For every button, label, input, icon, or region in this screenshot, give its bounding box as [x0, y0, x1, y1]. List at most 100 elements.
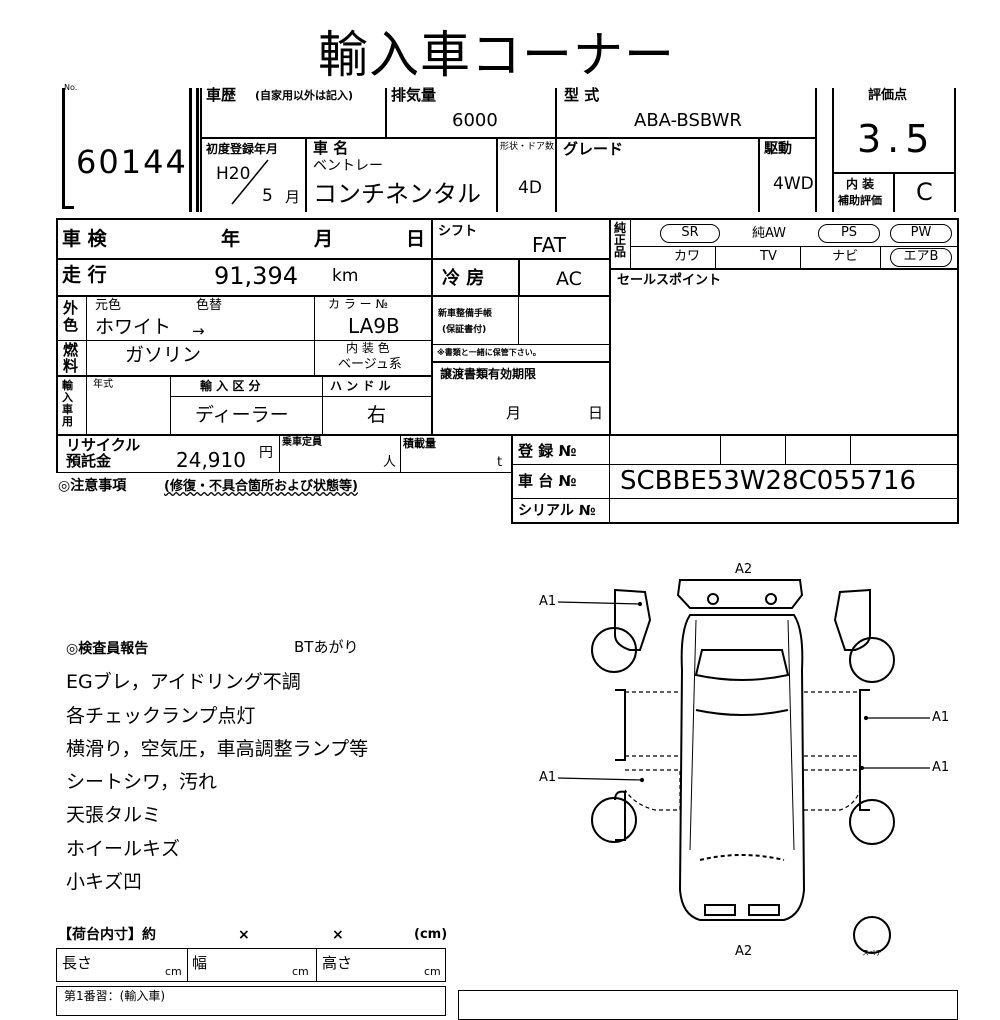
int-color-label: 内 装 色: [346, 341, 390, 355]
cargo-label: 【荷台内寸】約: [58, 927, 156, 943]
equipment-leather: カワ: [674, 249, 701, 264]
displacement-value: 6000: [452, 110, 498, 131]
car-model: コンチネンタル: [313, 180, 481, 208]
serial-label: シリアル №: [518, 503, 596, 519]
first-reg-era: H20: [216, 164, 251, 184]
lot-label: No.: [64, 83, 78, 92]
car-name-label: 車 名: [313, 139, 349, 157]
color-change-label: 色替: [196, 298, 223, 313]
load-label: 積載量: [403, 437, 436, 450]
page-title: 輸入車コーナー: [318, 26, 675, 84]
inspector-line-7: 小キズ凹: [66, 871, 143, 893]
fuel-label: 燃料: [63, 341, 79, 375]
aircon-label: 冷 房: [442, 268, 485, 289]
equipment-tv: TV: [760, 249, 777, 264]
handle-value: 右: [367, 404, 387, 426]
color-orig-label: 元色: [95, 298, 122, 313]
inspector-line-5: 天張タルミ: [66, 804, 162, 826]
shaken-day: 日: [406, 228, 426, 250]
color-value: ホワイト: [95, 316, 172, 338]
interior-grade-value: C: [916, 178, 933, 206]
chassis-value: SCBBE53W28C055716: [620, 466, 917, 496]
cargo-length-unit: cm: [165, 965, 182, 978]
damage-mark-a2-top: A2: [735, 562, 753, 577]
docs-expiry-day: 日: [588, 404, 604, 422]
cargo-width: 幅: [192, 954, 208, 972]
caution-note: (修復・不具合箇所および状態等): [164, 479, 358, 494]
model-type-label: 型 式: [564, 86, 600, 104]
equipment-label: 純正品: [614, 221, 627, 259]
int-color-value: ベージュ系: [338, 357, 402, 372]
first-reg-month: 5: [262, 186, 273, 206]
cargo-height-unit: cm: [424, 965, 441, 978]
first-reg-month-unit: 月: [285, 188, 301, 206]
first-reg-label: 初度登録年月: [206, 142, 279, 156]
interior-grade-label-1: 内 装: [846, 177, 875, 191]
grade-label: グレード: [563, 140, 624, 158]
inspector-label: ◎検査員報告: [66, 641, 149, 657]
damage-mark-a1-right-front: A1: [932, 710, 950, 725]
history-label: 車歴: [206, 86, 237, 104]
equipment-pw: PW: [890, 224, 952, 243]
fuel-value: ガソリン: [125, 344, 202, 366]
car-maker: ベントレー: [313, 158, 383, 174]
load-unit: t: [497, 455, 503, 470]
equipment-ps: PS: [818, 224, 880, 243]
damage-mark-a2-bottom: A2: [735, 944, 753, 959]
damage-mark-a1-right-rear: A1: [932, 760, 950, 775]
cargo-x-1: ×: [238, 927, 250, 943]
cargo-width-unit: cm: [292, 965, 309, 978]
cargo-length: 長さ: [62, 954, 93, 972]
import-year-label: 年式: [93, 379, 113, 390]
cargo-height: 高さ: [322, 954, 353, 972]
capacity-label: 乗車定員: [282, 437, 322, 448]
shift-label: シフト: [438, 224, 478, 239]
drive-label: 駆動: [764, 141, 792, 157]
registration-label: 登 録 №: [518, 442, 577, 460]
cargo-x-2: ×: [332, 927, 344, 943]
damage-mark-a1-left-rear: A1: [539, 770, 557, 785]
displacement-label: 排気量: [391, 86, 437, 104]
mileage-unit: km: [332, 266, 359, 286]
import-class-label: 輸 入 区 分: [200, 379, 261, 393]
score-value: 3.5: [857, 117, 936, 161]
equipment-navi: ナビ: [832, 249, 859, 264]
cargo-unit: (cm): [414, 927, 448, 942]
shaken-year: 年: [221, 228, 241, 250]
shaken-label: 車 検: [62, 228, 107, 250]
slash-mark: [231, 159, 269, 205]
inspector-line-3: 横滑り，空気圧，車高調整ランプ等: [66, 738, 369, 760]
spare-label: スペア: [862, 949, 883, 957]
inspector-line-2: 各チェックランプ点灯: [66, 705, 256, 727]
docs-expiry-label: 譲渡書類有効期限: [440, 367, 537, 381]
mileage-label: 走 行: [62, 264, 107, 286]
equipment-aw: 純AW: [752, 226, 787, 241]
inspector-header-note: BTあがり: [294, 638, 359, 656]
docs-expiry-month: 月: [506, 404, 522, 422]
doors-value: 4D: [518, 178, 542, 198]
inspector-line-4: シートシワ，汚れ: [66, 771, 218, 793]
import-class: ディーラー: [195, 404, 289, 426]
recycle-label-2: 預託金: [66, 452, 112, 470]
color-code: LA9B: [348, 314, 400, 338]
import-label: 輸入車用: [62, 379, 73, 428]
doors-label: 形状・ドア数: [500, 142, 555, 152]
maintenance-label-2: (保証書付): [442, 325, 487, 335]
score-label: 評価点: [868, 88, 908, 103]
aircon-value: AC: [556, 268, 582, 290]
recycle-label-1: リサイクル: [66, 436, 141, 454]
shaken-month: 月: [314, 228, 334, 250]
equipment-sr: SR: [660, 224, 720, 243]
owner-note: 第1番習：(輸入車): [64, 989, 165, 1003]
drive-value: 4WD: [773, 174, 814, 194]
history-note: (自家用以外は記入): [255, 89, 354, 102]
mileage-value: 91,394: [214, 262, 298, 290]
inspector-line-1: EGブレ，アイドリング不調: [66, 671, 301, 693]
car-damage-diagram: [557, 579, 930, 954]
chassis-label: 車 台 №: [518, 472, 577, 490]
capacity-unit: 人: [383, 455, 397, 470]
model-type-value: ABA-BSBWR: [634, 110, 742, 131]
caution-label: ◎注意事項: [58, 478, 127, 494]
sales-point-label: セールスポイント: [617, 273, 722, 288]
equipment-airbag: エアB: [890, 248, 952, 267]
